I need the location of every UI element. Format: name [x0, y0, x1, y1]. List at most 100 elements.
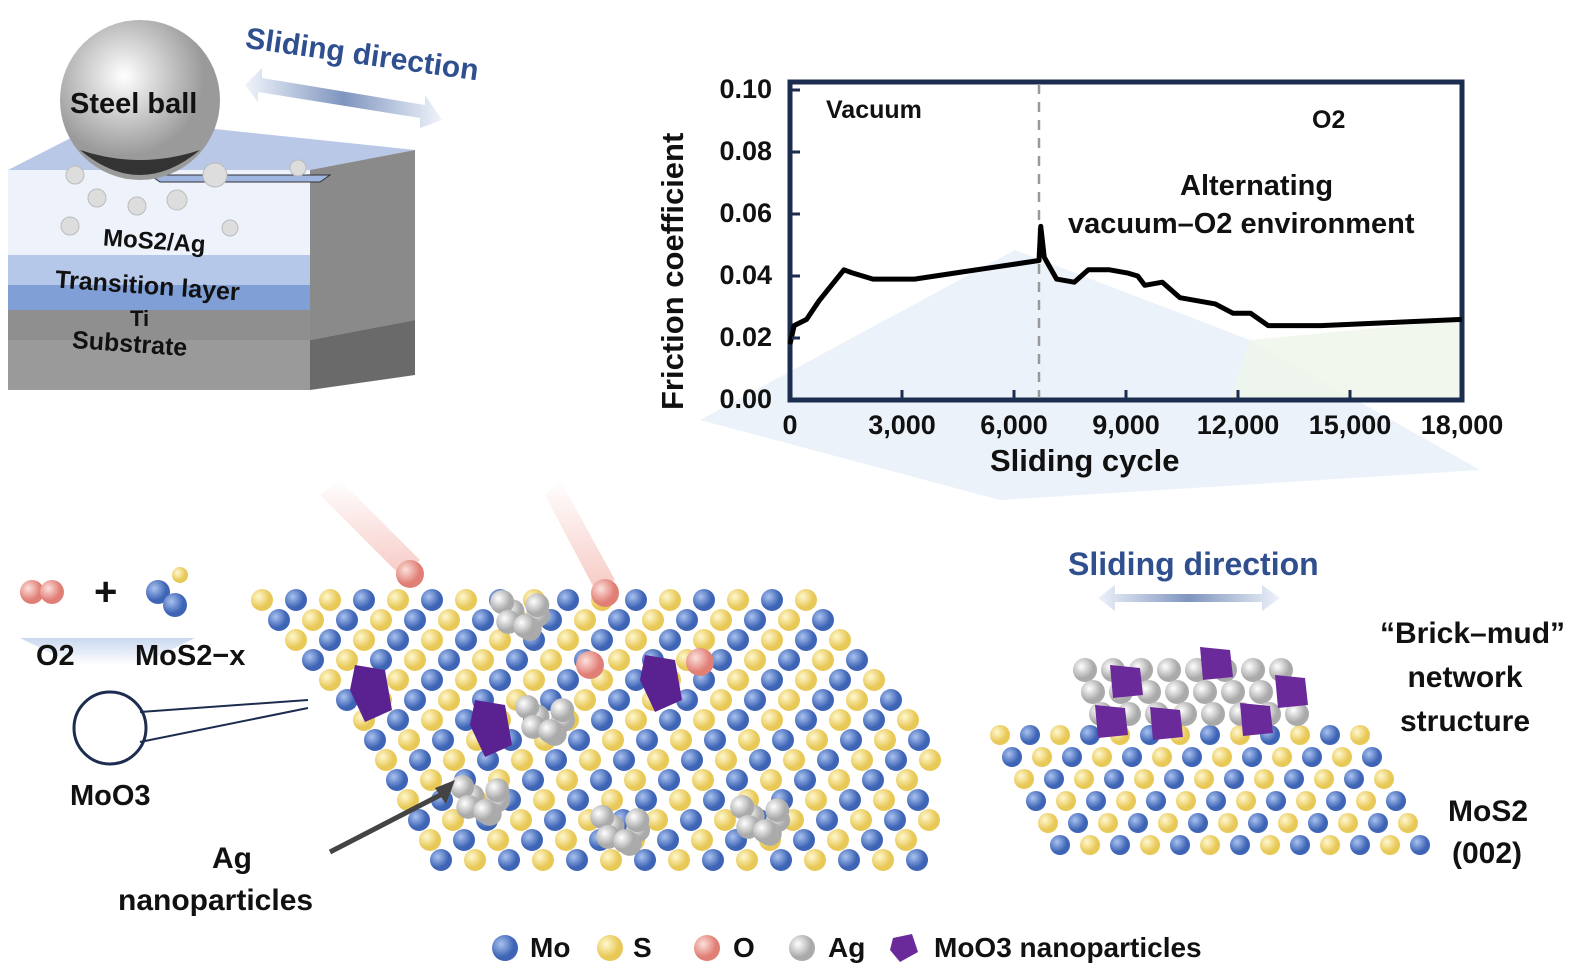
mo-atom: [1362, 747, 1382, 767]
s-atom: [851, 749, 873, 771]
mo-atom: [506, 649, 528, 671]
s-atom: [693, 709, 715, 731]
mos2x-label: MoS2−x: [135, 640, 246, 672]
s-atom: [1374, 769, 1394, 789]
s-atom: [601, 789, 623, 811]
friction-series-line: [787, 223, 1463, 345]
mo-atom: [839, 789, 861, 811]
s-atom: [778, 689, 800, 711]
mo-atom: [657, 829, 679, 851]
s-atom: [736, 849, 758, 871]
mo-atom: [1266, 791, 1286, 811]
mo-atom: [634, 849, 656, 871]
ag-atom: [525, 593, 550, 618]
s-atom: [579, 749, 601, 771]
o-atom: [591, 579, 619, 607]
s-atom: [1350, 725, 1370, 745]
mo-atom: [1104, 769, 1124, 789]
ag-atom: [1165, 680, 1189, 704]
mo-atom: [829, 669, 851, 691]
mo-atom: [635, 789, 657, 811]
s-atom: [455, 669, 477, 691]
mo-atom: [1344, 769, 1364, 789]
mo-atom: [816, 809, 838, 831]
s-atom: [533, 789, 555, 811]
mo-atom: [453, 829, 475, 851]
mo-atom: [1026, 791, 1046, 811]
x-tick-label: 9,000: [1092, 410, 1160, 440]
s-atom: [375, 749, 397, 771]
brick-mud-label: “Brick–mud” network structure: [1380, 612, 1565, 744]
legend-label-mo: Mo: [530, 932, 571, 963]
s-atom: [1050, 725, 1070, 745]
sliding-arrow-icon: [1098, 585, 1280, 611]
s-atom: [487, 829, 509, 851]
legend-dot-o: [694, 935, 720, 961]
s-atom: [1338, 813, 1358, 833]
plus-sign: +: [94, 570, 118, 614]
ag-pointer-arrow: [328, 787, 452, 855]
moo3-nanoparticle: [1275, 675, 1308, 708]
s-atom: [443, 749, 465, 771]
ag-atom: [613, 829, 638, 854]
s-atom: [1278, 813, 1298, 833]
mo-atom: [680, 809, 702, 831]
s-atom: [846, 689, 868, 711]
y-tick-label: 0.08: [719, 136, 772, 166]
mo-atom: [608, 689, 630, 711]
s-atom: [647, 749, 669, 771]
mo-atom: [336, 609, 358, 631]
s-atom: [1254, 769, 1274, 789]
mo-atom: [704, 729, 726, 751]
s-atom: [693, 629, 715, 651]
ag-atom: [1241, 658, 1265, 682]
s-atom: [336, 649, 358, 671]
mo-atom: [404, 689, 426, 711]
mo-atom: [795, 709, 817, 731]
y-tick-label: 0.10: [719, 74, 772, 104]
s-atom: [472, 649, 494, 671]
s-atom: [1272, 747, 1292, 767]
s-atom: [760, 769, 782, 791]
mo-atom: [521, 829, 543, 851]
mo-atom: [838, 849, 860, 871]
mo-atom: [302, 649, 324, 671]
o-atom: [576, 651, 604, 679]
s-atom: [1176, 791, 1196, 811]
ag-atom: [1249, 680, 1273, 704]
moo3-nanoparticle: [1095, 705, 1128, 738]
s-atom: [873, 789, 895, 811]
s-atom: [624, 769, 646, 791]
mo-atom: [885, 749, 907, 771]
mo-atom: [1224, 769, 1244, 789]
s-atom: [744, 649, 766, 671]
s-atom: [692, 769, 714, 791]
mo-atom: [590, 769, 612, 791]
s-atom: [715, 749, 737, 771]
mo-atom: [906, 849, 928, 871]
mo-atom: [1164, 769, 1184, 789]
s-atom: [1356, 791, 1376, 811]
steel-ball-icon: [60, 20, 220, 180]
plane-label: (002): [1452, 837, 1523, 870]
s-atom: [863, 669, 885, 691]
mo-atom: [793, 829, 815, 851]
legend-label-s: S: [633, 932, 652, 963]
mo-atom: [681, 749, 703, 771]
s-atom: [1398, 813, 1418, 833]
s-atom: [1134, 769, 1154, 789]
mo-atom: [370, 649, 392, 671]
x-axis-label: Sliding cycle: [990, 443, 1180, 478]
s-atom: [574, 609, 596, 631]
legend-label-ag: Ag: [828, 932, 866, 963]
mo-atom: [1020, 725, 1040, 745]
mo-atom: [1284, 769, 1304, 789]
s-atom: [895, 829, 917, 851]
mo-atom: [268, 609, 290, 631]
s-atom: [438, 609, 460, 631]
s-atom: [387, 669, 409, 691]
mo-atom: [727, 709, 749, 731]
s-atom: [806, 729, 828, 751]
mo-atom: [408, 809, 430, 831]
s-atom: [783, 749, 805, 771]
